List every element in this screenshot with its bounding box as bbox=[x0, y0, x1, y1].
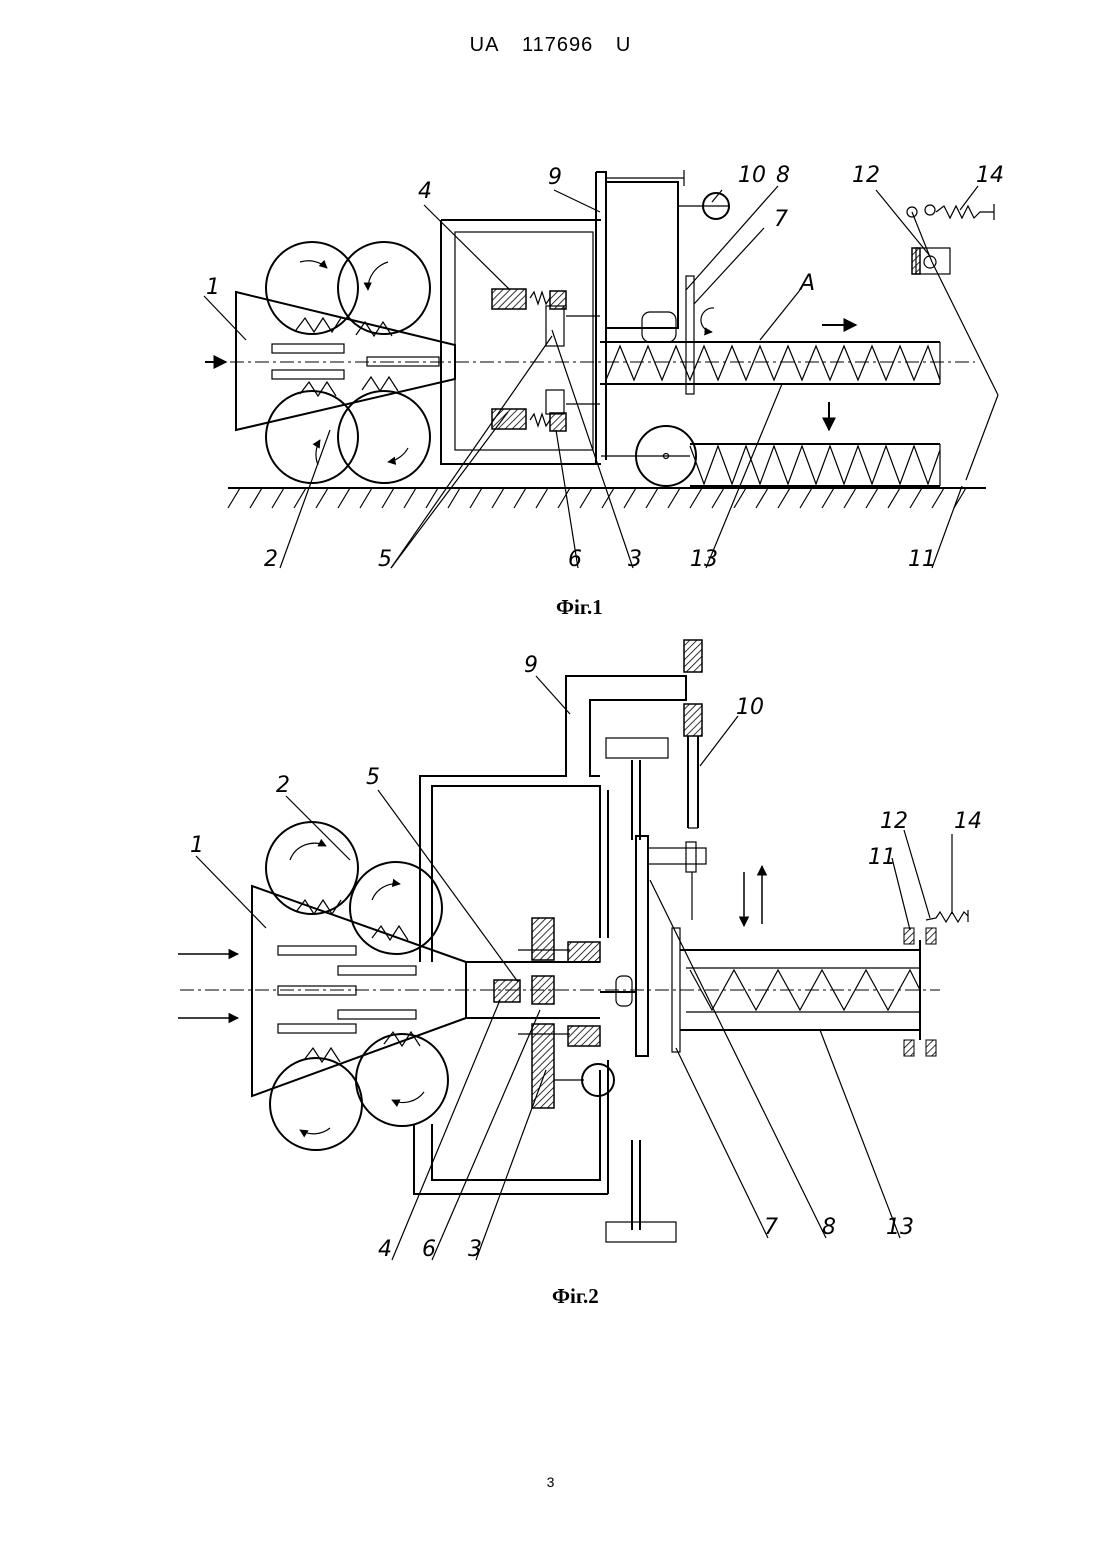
label-7-fig2: 7 bbox=[764, 1215, 778, 1240]
label-4-fig2: 4 bbox=[378, 1237, 392, 1262]
label-14-fig2: 14 bbox=[954, 809, 982, 834]
label-5-fig2: 5 bbox=[366, 765, 380, 790]
figure-2-caption: Фіг.2 bbox=[552, 1284, 599, 1309]
plate-7-2 bbox=[600, 836, 680, 1056]
label-10-fig2: 10 bbox=[736, 695, 764, 720]
label-12-fig2: 12 bbox=[880, 809, 908, 834]
motor-10-2 bbox=[648, 640, 706, 920]
label-1-fig2: 1 bbox=[190, 833, 204, 858]
page-number: 3 bbox=[0, 1474, 1101, 1490]
label-3-fig2: 3 bbox=[468, 1237, 482, 1262]
label-8-fig2: 8 bbox=[822, 1215, 836, 1240]
label-11-fig2: 11 bbox=[868, 845, 896, 870]
label-13-fig2: 13 bbox=[886, 1215, 914, 1240]
label-2-fig2: 2 bbox=[276, 773, 290, 798]
label-6-fig2: 6 bbox=[422, 1237, 436, 1262]
gear-assembly-2 bbox=[494, 918, 614, 1108]
trip-mechanism-2 bbox=[904, 910, 968, 1056]
label-9-fig2: 9 bbox=[524, 653, 538, 678]
